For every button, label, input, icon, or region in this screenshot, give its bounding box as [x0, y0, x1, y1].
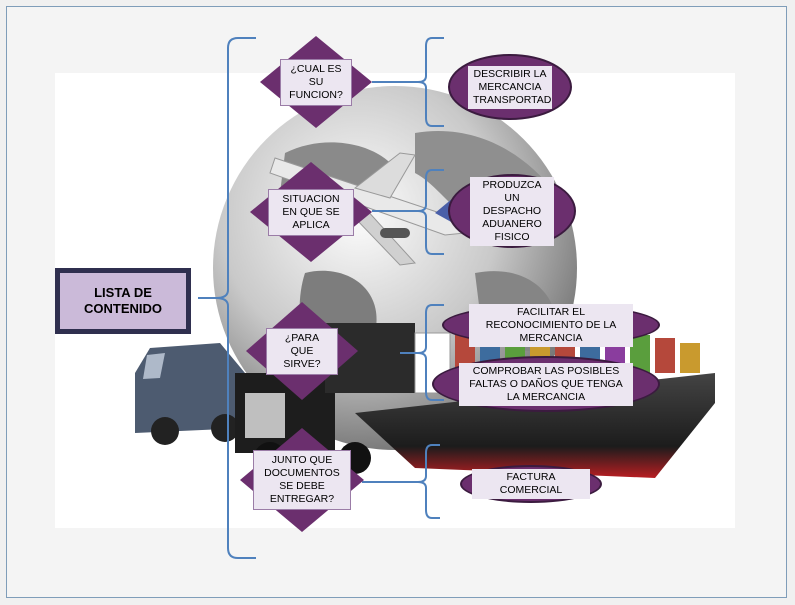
bracket-situacion — [417, 169, 444, 255]
answer-label: FACTURA COMERCIAL — [472, 469, 590, 499]
bracket-funcion — [417, 37, 444, 127]
answer-describir: DESCRIBIR LA MERCANCIA TRANSPORTAD — [448, 54, 572, 120]
question-documentos: JUNTO QUE DOCUMENTOS SE DEBE ENTREGAR? — [240, 428, 364, 532]
question-label: ¿PARA QUE SIRVE? — [266, 327, 338, 375]
main-topic-box: LISTA DE CONTENIDO — [55, 268, 191, 334]
answer-label: PRODUZCA UN DESPACHO ADUANERO FISICO — [470, 176, 554, 246]
answer-reconocimiento: FACILITAR EL RECONOCIMIENTO DE LA MERCAN… — [442, 303, 660, 347]
answer-comprobar: COMPROBAR LAS POSIBLES FALTAS O DAÑOS QU… — [432, 356, 660, 412]
question-situacion: SITUACION EN QUE SE APLICA — [250, 162, 372, 262]
question-label: ¿CUAL ES SU FUNCION? — [280, 58, 352, 106]
answer-label: COMPROBAR LAS POSIBLES FALTAS O DAÑOS QU… — [459, 362, 633, 406]
question-sirve: ¿PARA QUE SIRVE? — [246, 302, 358, 400]
question-label: SITUACION EN QUE SE APLICA — [268, 188, 354, 236]
question-label: JUNTO QUE DOCUMENTOS SE DEBE ENTREGAR? — [253, 450, 351, 510]
bracket-documentos — [417, 444, 440, 519]
main-topic-label: LISTA DE CONTENIDO — [60, 273, 186, 329]
question-funcion: ¿CUAL ES SU FUNCION? — [260, 36, 372, 128]
answer-label: FACILITAR EL RECONOCIMIENTO DE LA MERCAN… — [469, 303, 633, 347]
answer-despacho: PRODUZCA UN DESPACHO ADUANERO FISICO — [448, 174, 576, 248]
answer-label: DESCRIBIR LA MERCANCIA TRANSPORTAD — [468, 65, 552, 109]
answer-factura: FACTURA COMERCIAL — [460, 465, 602, 503]
